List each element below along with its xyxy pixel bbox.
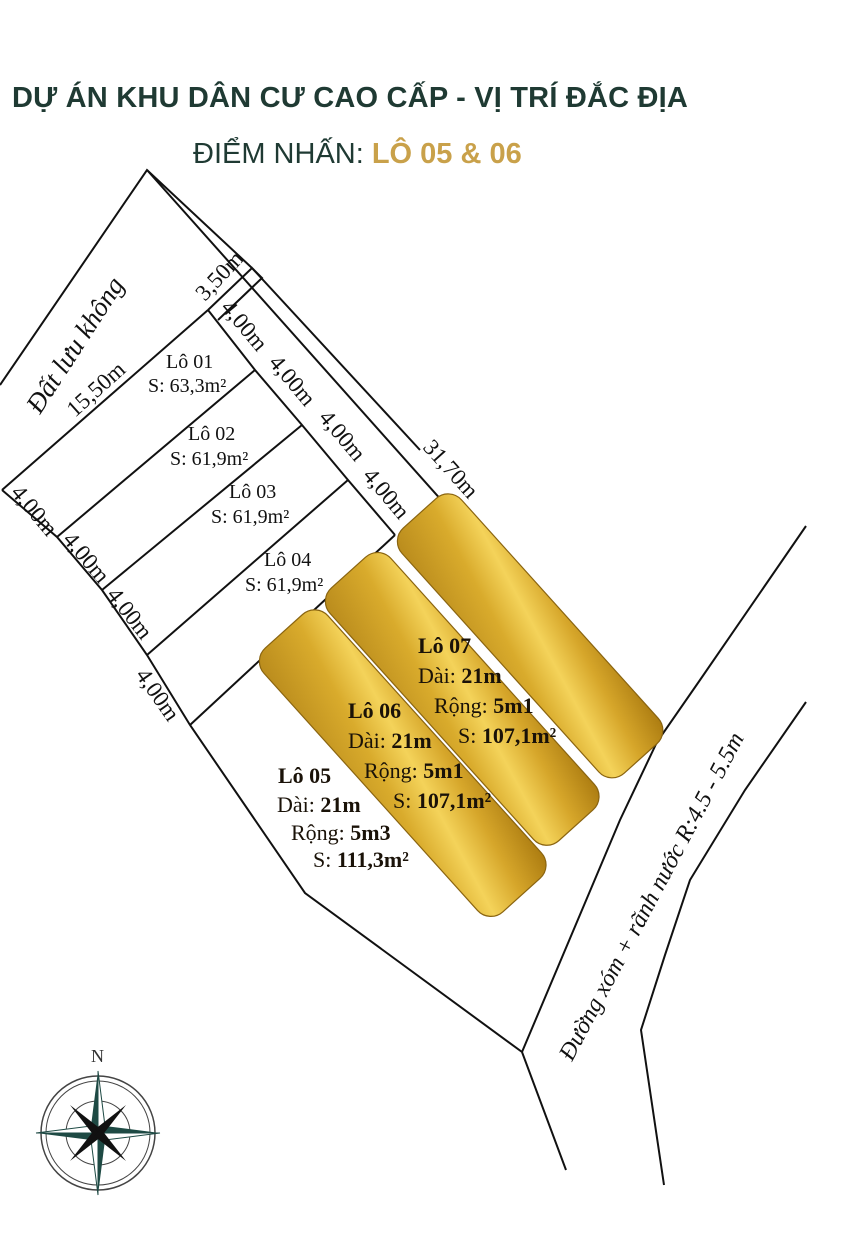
dim-front-2: 4,00m	[58, 527, 115, 588]
lot-03-area: S: 61,9m²	[211, 506, 289, 528]
boundary-lines	[0, 168, 807, 1186]
featured-lot-06[interactable]	[318, 545, 606, 853]
featured-lot-07[interactable]	[390, 486, 670, 785]
lot-04-area: S: 61,9m²	[245, 574, 323, 596]
dim-back-3: 4,00m	[314, 405, 371, 466]
lot-04[interactable]: Lô 04 S: 61,9m²	[245, 549, 323, 596]
svg-text:S: 107,1m²: S: 107,1m²	[458, 723, 557, 748]
dim-back-4: 4,00m	[358, 463, 415, 524]
svg-text:S: 111,3m²: S: 111,3m²	[313, 847, 409, 872]
dim-front-1: 4,00m	[6, 480, 63, 541]
lot-03-name: Lô 03	[229, 481, 276, 503]
page-title: DỰ ÁN KHU DÂN CƯ CAO CẤP - VỊ TRÍ ĐẮC ĐỊ…	[12, 82, 689, 114]
lot-05-text: Lô 05 Dài: 21m Rộng: 5m3 S: 111,3m²	[277, 763, 409, 872]
svg-text:Lô 05: Lô 05	[278, 763, 331, 788]
lot-07-shape	[396, 493, 664, 779]
svg-text:Dài: 21m: Dài: 21m	[418, 663, 502, 688]
svg-text:Lô 06: Lô 06	[348, 698, 401, 723]
lot-01[interactable]: Lô 01 S: 63,3m²	[148, 351, 226, 397]
svg-text:Rộng: 5m1: Rộng: 5m1	[434, 693, 534, 718]
dim-right-side: 31,70m	[418, 435, 483, 504]
lot-02-area: S: 61,9m²	[170, 448, 248, 470]
lot-02[interactable]: Lô 02 S: 61,9m²	[170, 423, 248, 470]
dim-back-2: 4,00m	[264, 350, 321, 411]
svg-text:Dài: 21m: Dài: 21m	[348, 728, 432, 753]
lot-06-text: Lô 06 Dài: 21m Rộng: 5m1 S: 107,1m²	[348, 698, 492, 813]
svg-text:S: 107,1m²: S: 107,1m²	[393, 788, 492, 813]
svg-text:Rộng: 5m1: Rộng: 5m1	[364, 758, 464, 783]
lot-04-name: Lô 04	[264, 549, 311, 571]
featured-lot-05[interactable]	[252, 602, 553, 923]
dim-top-edge: 3,50m	[190, 246, 248, 306]
dim-front-3: 4,00m	[102, 583, 158, 644]
svg-text:Lô 07: Lô 07	[418, 633, 471, 658]
subtitle-prefix: ĐIỂM NHẤN:	[193, 138, 372, 170]
lot-02-name: Lô 02	[188, 423, 235, 445]
subtitle-highlight: LÔ 05 & 06	[371, 138, 522, 170]
lot-07-text: Lô 07 Dài: 21m Rộng: 5m1 S: 107,1m²	[418, 633, 557, 748]
compass-north-label: N	[91, 1046, 104, 1066]
svg-text:Rộng: 5m3: Rộng: 5m3	[291, 820, 391, 845]
dim-back-1: 4,00m	[216, 295, 273, 356]
lot-03[interactable]: Lô 03 S: 61,9m²	[211, 481, 289, 528]
compass-icon: N	[35, 1046, 161, 1196]
lot-01-area: S: 63,3m²	[148, 375, 226, 397]
dim-front-4: 4,00m	[131, 664, 185, 726]
lot-06-shape	[324, 551, 600, 846]
svg-text:Dài: 21m: Dài: 21m	[277, 792, 361, 817]
lot-05-shape	[258, 609, 547, 917]
lot-01-name: Lô 01	[166, 351, 213, 373]
page-subtitle: ĐIỂM NHẤN: LÔ 05 & 06	[0, 138, 848, 171]
